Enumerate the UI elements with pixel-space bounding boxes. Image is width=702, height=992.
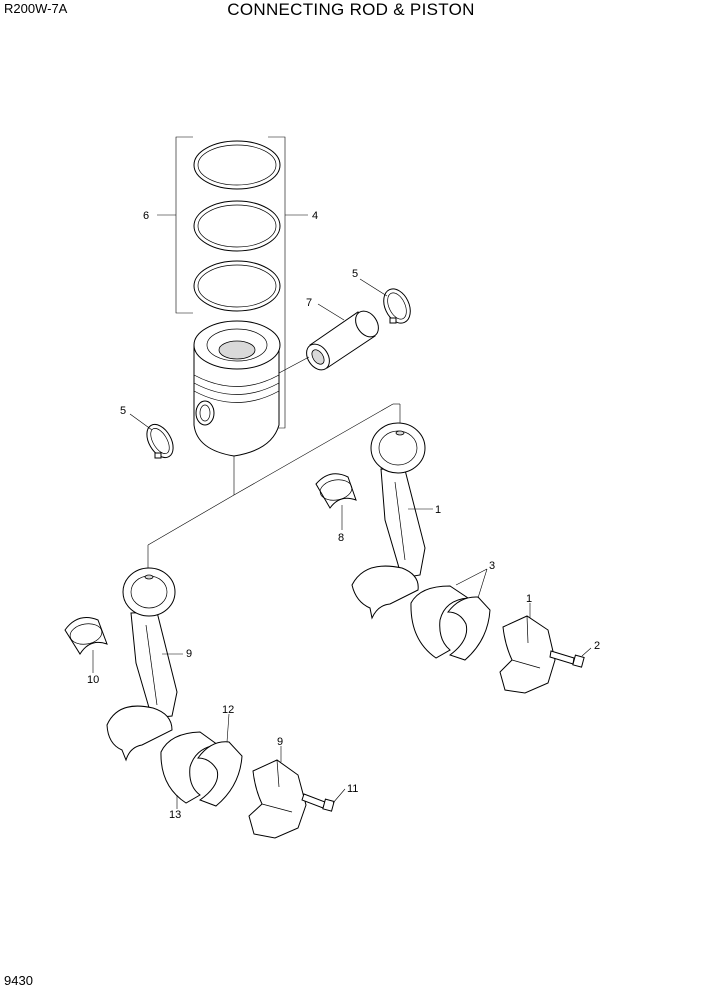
snap-ring-left: [146, 423, 174, 459]
piston-ring-3: [193, 260, 281, 312]
bolt-upper: [549, 650, 585, 668]
rod-cap-lower: [248, 759, 307, 839]
callout-1-cap: 1: [526, 593, 532, 605]
bolt-lower: [301, 793, 335, 812]
callout-1-rod: 1: [435, 504, 441, 516]
bushing-lower: [64, 617, 108, 655]
callout-13: 13: [169, 809, 181, 821]
page-number: 9430: [4, 973, 33, 988]
piston-ring-1: [193, 140, 281, 190]
callout-7: 7: [306, 297, 312, 309]
callout-8: 8: [338, 532, 344, 544]
callout-2: 2: [594, 640, 600, 652]
callout-4: 4: [312, 210, 318, 222]
callout-9-cap: 9: [277, 736, 283, 748]
bearing-shells-upper: [410, 585, 491, 661]
piston-pin: [278, 310, 379, 374]
bearing-shells-lower: [160, 731, 243, 807]
ring-set-brackets: [157, 136, 308, 429]
model-code: R200W-7A: [4, 1, 68, 16]
connecting-rod-lower: [106, 567, 178, 762]
piston: [193, 320, 281, 457]
callout-10: 10: [87, 674, 99, 686]
callout-3: 3: [489, 560, 495, 572]
callout-5-top: 5: [352, 268, 358, 280]
leader-lines: [92, 278, 592, 809]
callout-9-rod: 9: [186, 648, 192, 660]
callout-6: 6: [143, 210, 149, 222]
connecting-rod-upper: [351, 422, 426, 620]
callout-12: 12: [222, 704, 234, 716]
page-title: CONNECTING ROD & PISTON: [227, 0, 475, 19]
bushing-upper: [315, 473, 357, 509]
callout-5-left: 5: [120, 405, 126, 417]
snap-ring-top: [383, 288, 411, 324]
rod-cap-upper: [499, 615, 556, 694]
piston-ring-2: [193, 200, 281, 252]
callout-11: 11: [347, 783, 358, 795]
